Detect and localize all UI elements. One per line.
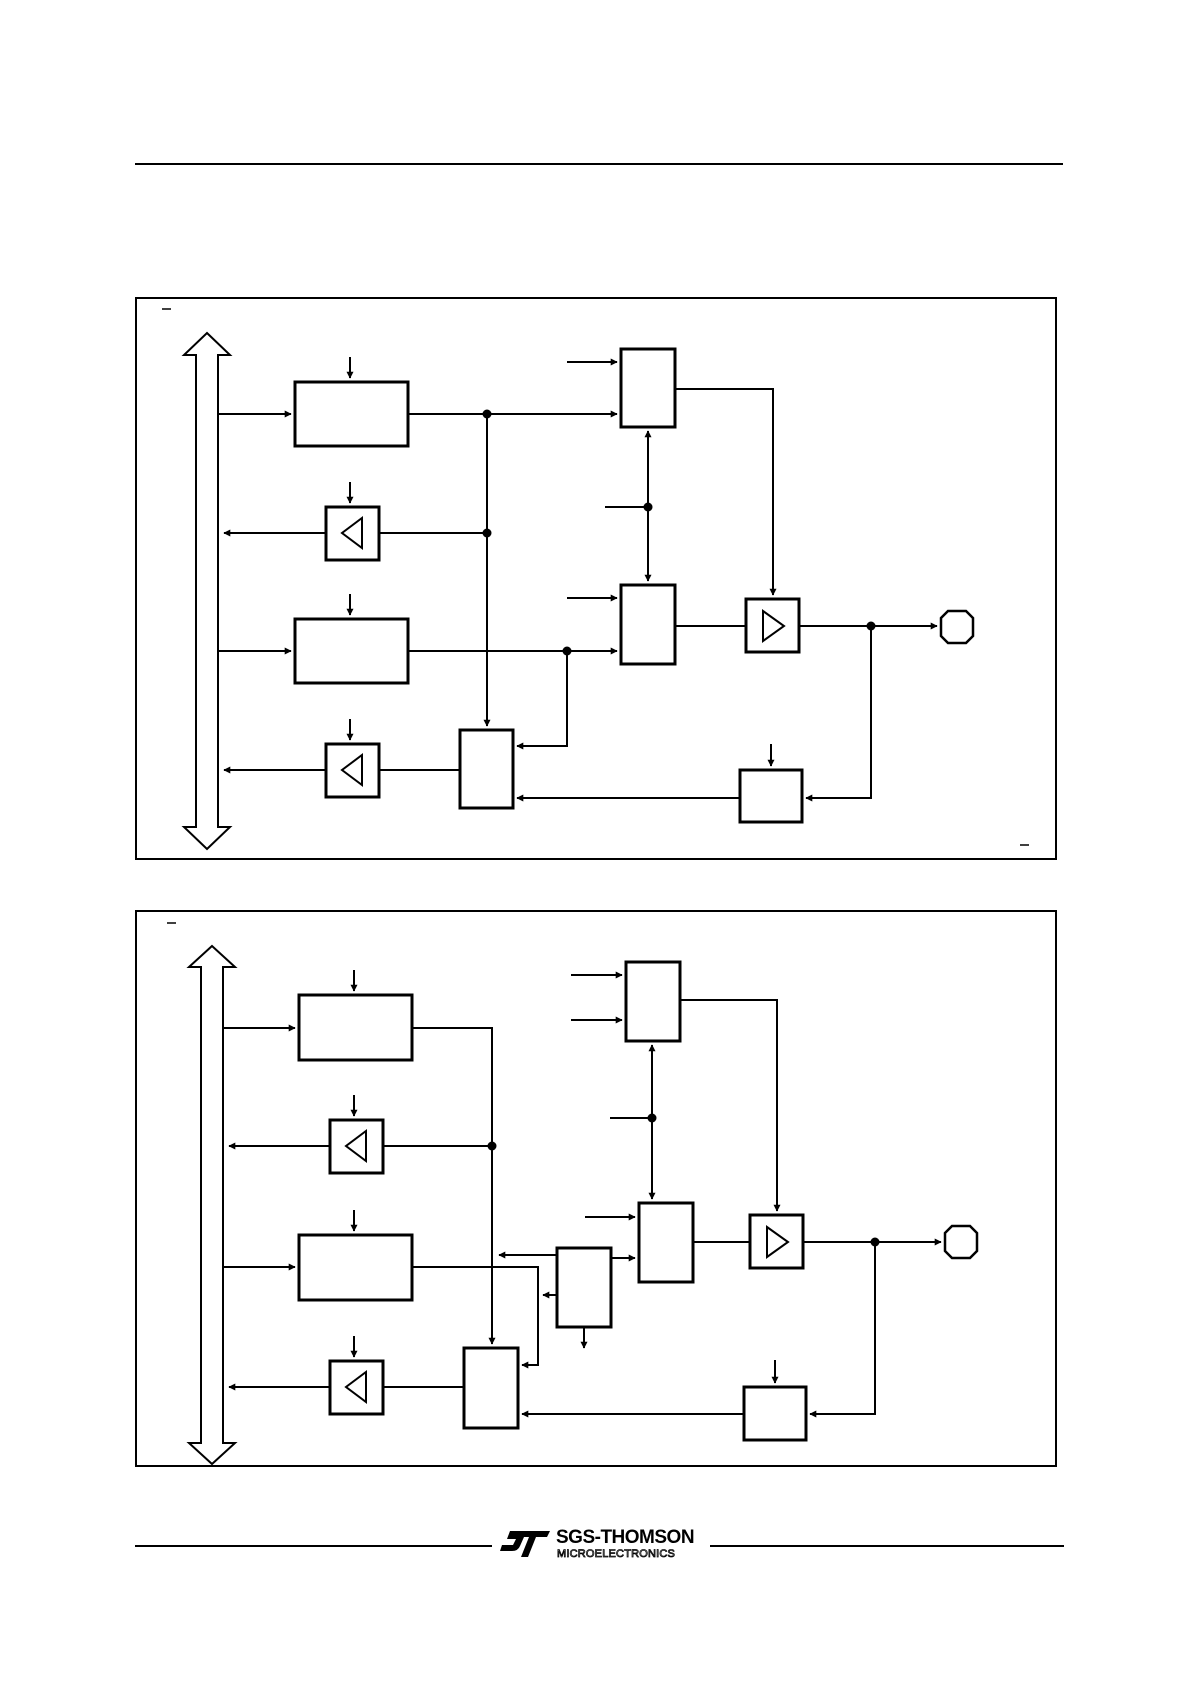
- pin-pad: [939, 609, 975, 645]
- buffer-left-triangle: [344, 1370, 367, 1404]
- output-driver: [748, 1213, 805, 1270]
- block: [619, 583, 677, 666]
- driver-right-triangle: [762, 609, 786, 643]
- block: [555, 1246, 613, 1329]
- block: [637, 1201, 695, 1284]
- diagram-1: [162, 308, 1029, 851]
- block: [742, 1385, 808, 1442]
- input-buffer: [324, 742, 381, 799]
- block: [624, 960, 682, 1043]
- brand-subtitle: MICROELECTRONICS: [557, 1548, 676, 1561]
- buffer-left-triangle: [344, 1129, 367, 1163]
- diagram-2: [167, 922, 979, 1466]
- diagram-frame-1: [135, 297, 1057, 860]
- input-buffer: [324, 505, 381, 562]
- block: [462, 1346, 520, 1430]
- buffer-left-triangle: [340, 516, 363, 550]
- block: [738, 768, 804, 824]
- block: [458, 728, 515, 810]
- company-logo: SGS-THOMSON MICROELECTRONICS: [498, 1524, 710, 1568]
- junction-dots-2: [487, 1113, 880, 1247]
- input-buffer: [328, 1359, 385, 1416]
- block: [297, 1233, 414, 1302]
- diagram-frame-2: [135, 910, 1057, 1467]
- footer-rule-right: [710, 1545, 1064, 1547]
- input-buffer: [328, 1118, 385, 1175]
- junction-dots-1: [482, 409, 876, 656]
- output-driver: [744, 597, 801, 654]
- block: [293, 617, 410, 685]
- data-bus-arrow: [186, 944, 238, 1466]
- brand-name: SGS-THOMSON: [556, 1527, 695, 1548]
- pin-pad: [943, 1224, 979, 1260]
- block: [297, 993, 414, 1062]
- st-logo-icon: [500, 1531, 550, 1557]
- block: [293, 380, 410, 448]
- buffer-left-triangle: [340, 753, 363, 787]
- header-rule: [135, 163, 1063, 165]
- footer-rule-left: [135, 1545, 492, 1547]
- driver-right-triangle: [766, 1225, 790, 1259]
- data-bus-arrow: [181, 331, 233, 851]
- block: [619, 347, 677, 429]
